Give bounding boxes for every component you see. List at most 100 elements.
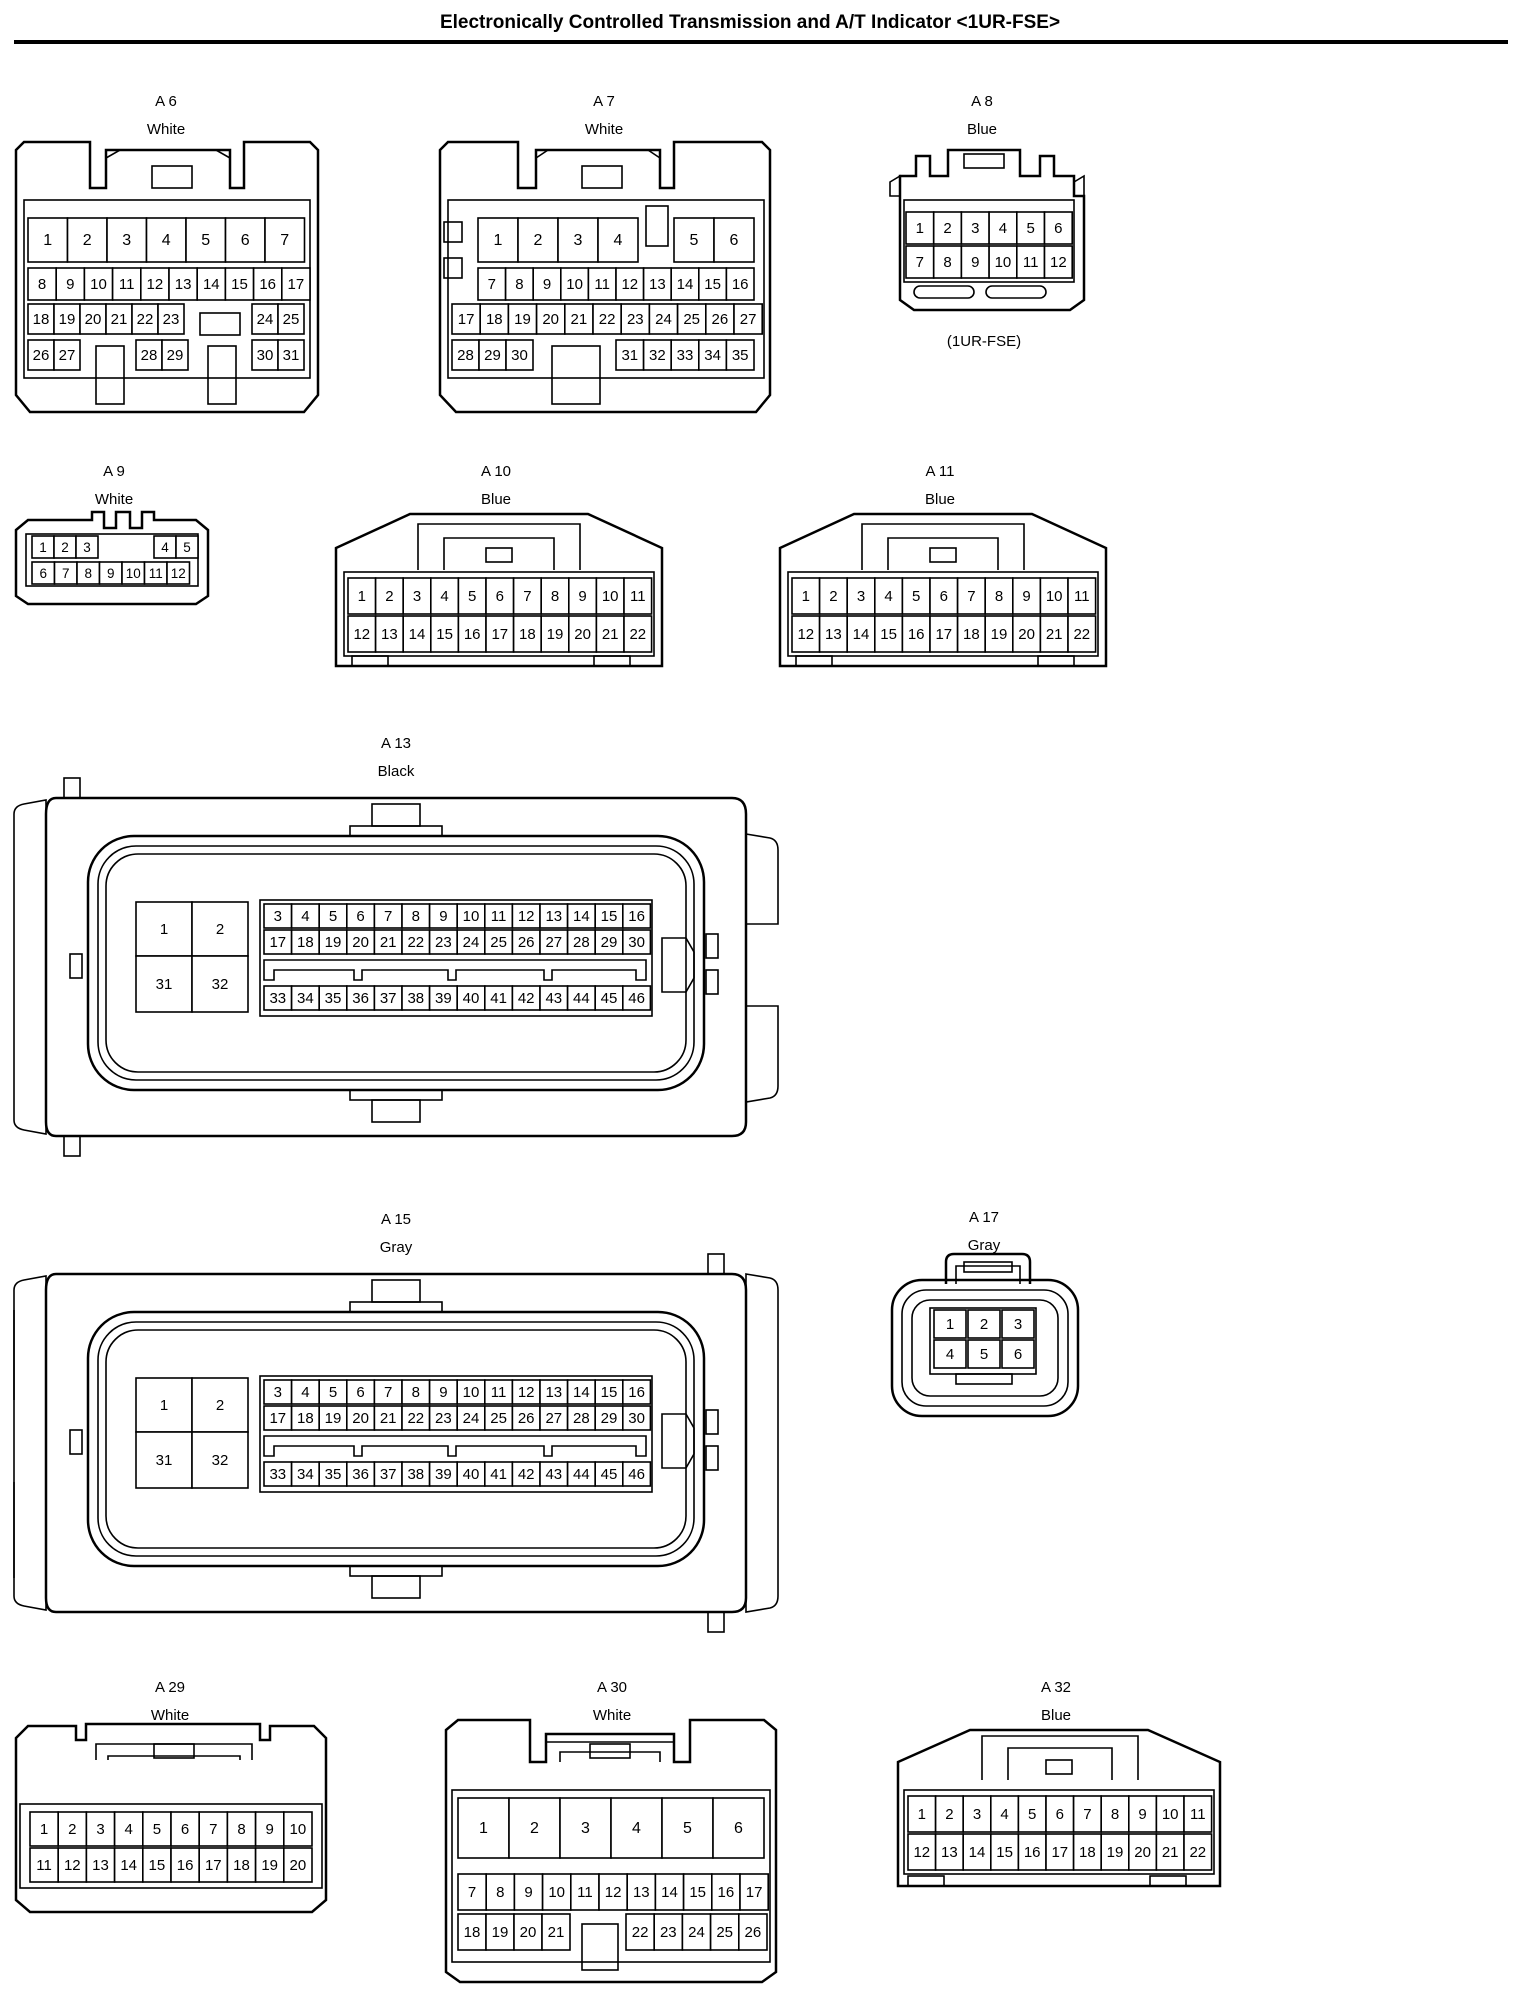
pin-number: 6 xyxy=(940,588,948,605)
pin-cavity xyxy=(251,339,279,371)
connector-shell xyxy=(645,205,669,247)
pin-number: 11 xyxy=(630,588,646,605)
pin-cavity xyxy=(170,1811,201,1847)
pin-number: 42 xyxy=(518,1466,535,1483)
pin-number: 20 xyxy=(574,626,591,643)
pin-cavity xyxy=(401,929,431,955)
connector-shell xyxy=(199,312,241,336)
pin-number: 9 xyxy=(266,1821,274,1838)
pin-number: 28 xyxy=(573,934,590,951)
pin-number: 13 xyxy=(649,276,666,293)
connector-shell xyxy=(963,1261,1013,1273)
pin-number: 21 xyxy=(1162,1844,1179,1861)
pin-cavity xyxy=(175,535,199,559)
pin-number: 4 xyxy=(884,588,892,605)
pin-cavity xyxy=(615,267,645,301)
pin-cavity xyxy=(428,985,459,1011)
connector-shell xyxy=(371,1099,421,1123)
pin-number: 6 xyxy=(496,588,504,605)
pin-number: 14 xyxy=(409,626,426,643)
pin-number: 12 xyxy=(171,566,186,581)
pin-number: 34 xyxy=(704,347,721,364)
pin-cavity xyxy=(682,1873,713,1911)
pin-number: 35 xyxy=(325,1466,342,1483)
pin-number: 33 xyxy=(269,990,286,1007)
pin-cavity xyxy=(290,1405,321,1431)
connector-id: A 6 xyxy=(155,93,177,110)
pin-number: 5 xyxy=(683,1820,692,1837)
pin-number: 13 xyxy=(92,1857,109,1874)
pin-cavity xyxy=(161,339,189,371)
connector-shell xyxy=(1149,1875,1187,1887)
pin-cavity xyxy=(933,1309,967,1339)
pin-number: 20 xyxy=(352,1410,369,1427)
pin-cavity xyxy=(595,577,625,615)
pin-number: 11 xyxy=(149,566,163,581)
pin-number: 14 xyxy=(120,1857,137,1874)
pin-number: 38 xyxy=(407,990,424,1007)
connector-id: A 15 xyxy=(381,1211,411,1228)
pin-number: 26 xyxy=(745,1924,762,1941)
pin-number: 43 xyxy=(545,990,562,1007)
pin-cavity xyxy=(984,615,1014,653)
pin-cavity xyxy=(511,1405,541,1431)
pin-cavity xyxy=(1043,245,1074,279)
pin-number: 44 xyxy=(573,990,590,1007)
pin-cavity xyxy=(55,267,86,301)
pin-number: 4 xyxy=(632,1820,641,1837)
pin-number: 11 xyxy=(1023,254,1039,271)
pin-cavity xyxy=(345,1405,376,1431)
pin-cavity xyxy=(27,217,69,263)
connector-shell xyxy=(929,547,957,563)
pin-number: 22 xyxy=(407,1410,424,1427)
connector-color: Blue xyxy=(481,491,511,508)
connector-shell xyxy=(259,1375,653,1493)
pin-number: 8 xyxy=(943,254,951,271)
pin-cavity xyxy=(739,1873,770,1911)
pin-number: 12 xyxy=(1050,254,1067,271)
connector-shell xyxy=(907,1875,945,1887)
pin-number: 46 xyxy=(628,1466,645,1483)
pin-number: 26 xyxy=(712,311,729,328)
connector-color: White xyxy=(593,1707,631,1724)
pin-number: 7 xyxy=(967,588,975,605)
pin-cavity xyxy=(1155,1795,1185,1833)
pin-number: 1 xyxy=(918,1806,926,1823)
pin-cavity xyxy=(345,1379,376,1405)
pin-number: 10 xyxy=(463,908,480,925)
pin-cavity xyxy=(374,615,405,653)
pin-number: 12 xyxy=(64,1857,81,1874)
pin-number: 5 xyxy=(912,588,920,605)
pin-number: 12 xyxy=(605,1884,622,1901)
connector-id: A 10 xyxy=(481,463,511,480)
connector-shell xyxy=(559,1751,661,1762)
pin-number: 3 xyxy=(122,232,131,249)
pin-number: 16 xyxy=(732,276,749,293)
pin-cavity xyxy=(1128,1833,1158,1871)
pin-cavity xyxy=(142,1847,172,1883)
pin-cavity xyxy=(374,577,405,615)
connector-shell xyxy=(443,257,463,279)
pin-cavity xyxy=(901,615,931,653)
pin-cavity xyxy=(539,1461,569,1487)
pin-cavity xyxy=(224,267,255,301)
pin-number: 31 xyxy=(156,976,173,993)
pin-cavity xyxy=(1043,211,1074,245)
pin-cavity xyxy=(905,245,935,279)
pin-number: 33 xyxy=(269,1466,286,1483)
pin-number: 1 xyxy=(40,1821,48,1838)
pin-cavity xyxy=(737,1913,768,1951)
connector-shell xyxy=(1045,1759,1073,1775)
connector-shell xyxy=(13,799,47,1135)
pin-number: 25 xyxy=(283,311,300,328)
pin-number: 7 xyxy=(384,908,392,925)
pin-cavity xyxy=(654,1873,685,1911)
pin-number: 17 xyxy=(1051,1844,1068,1861)
key-slot xyxy=(263,1435,647,1457)
connector-id: A 11 xyxy=(926,463,955,480)
pin-number: 14 xyxy=(573,1384,590,1401)
